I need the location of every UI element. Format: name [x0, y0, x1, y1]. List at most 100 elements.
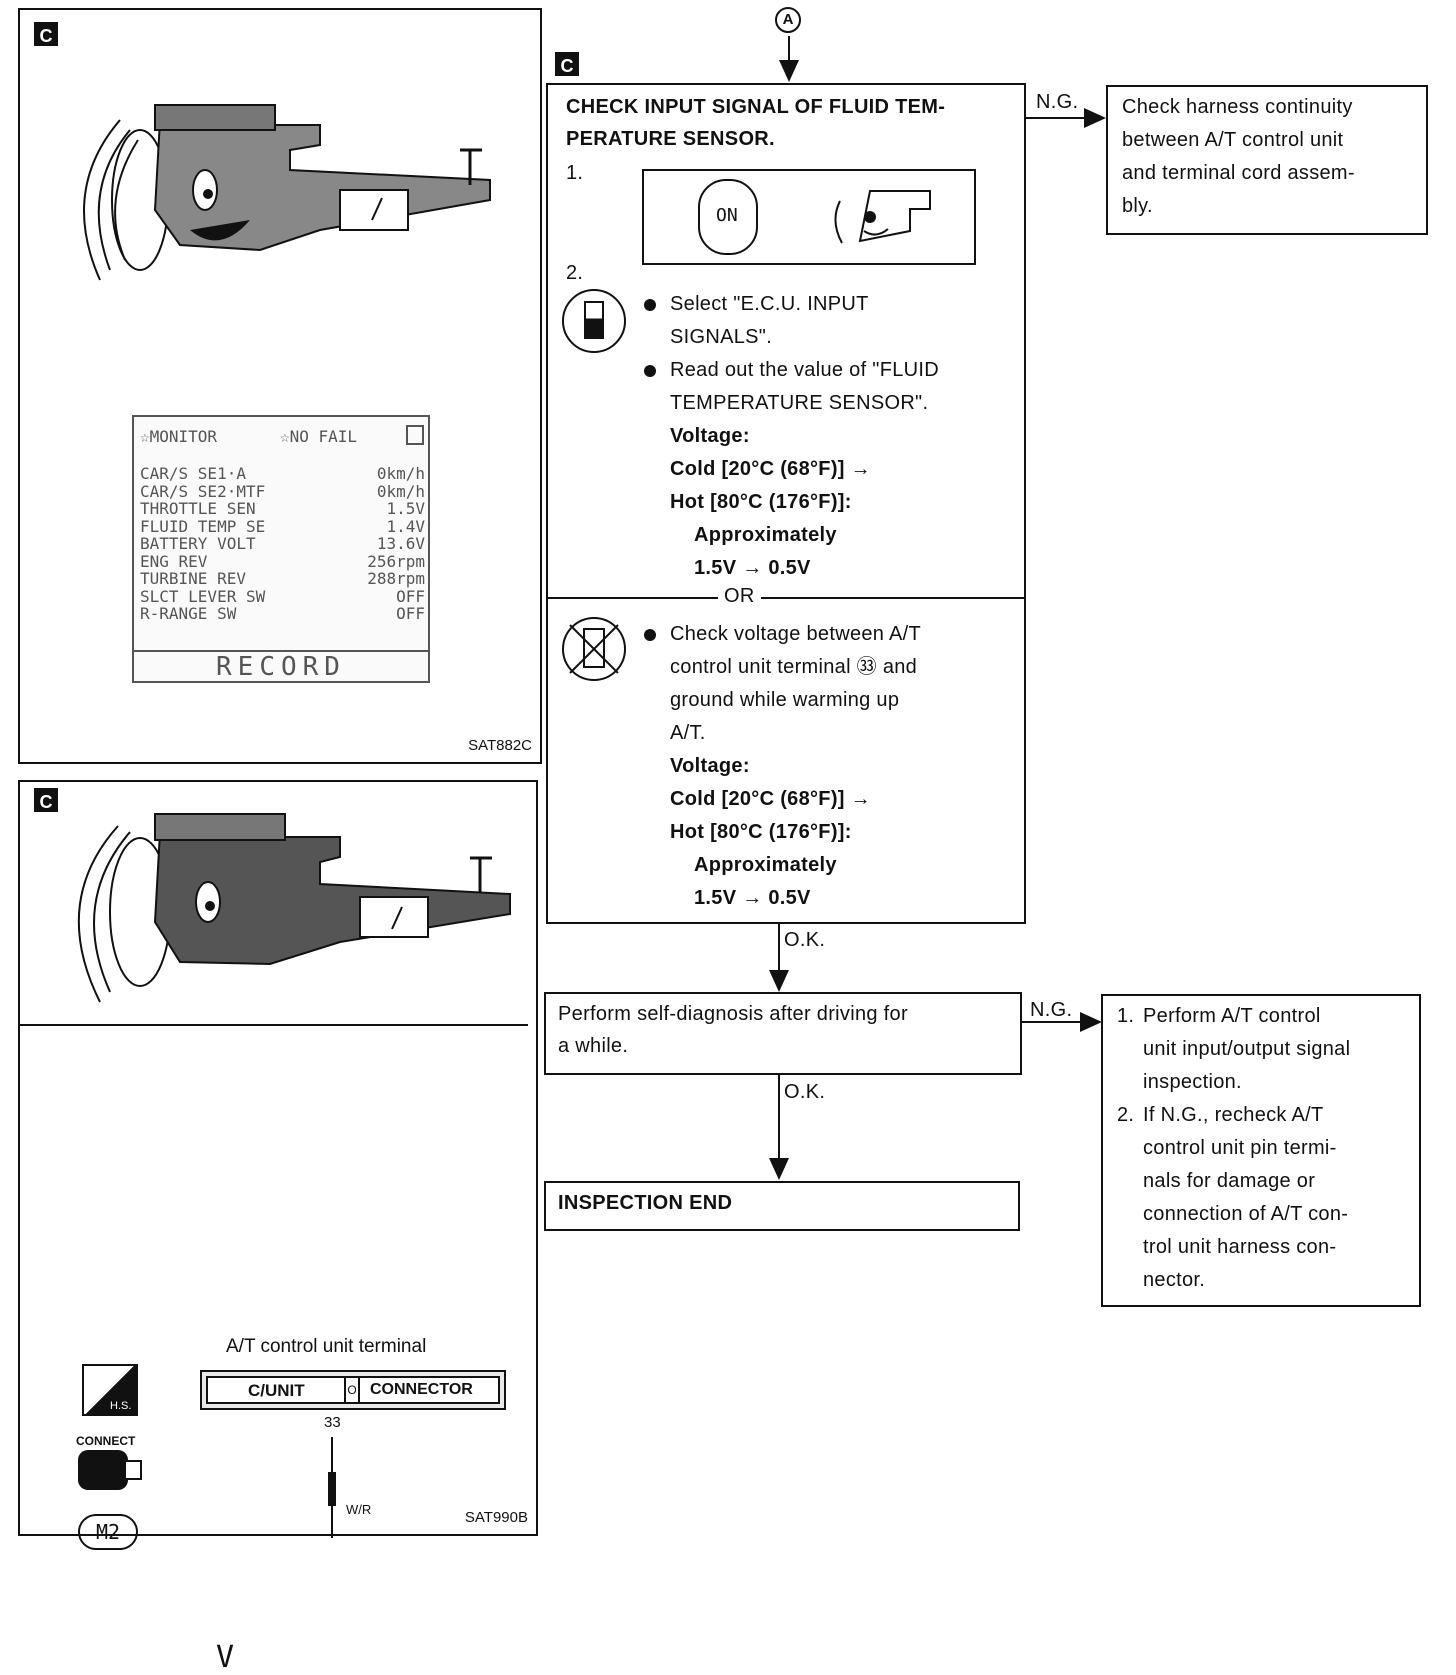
consult-tester-icon [562, 289, 626, 353]
monitor-row-label: CAR/S SE1·A [140, 465, 246, 483]
ng2-i1-l3: inspection. [1143, 1066, 1242, 1099]
monitor-row-value: 1.5V [386, 500, 425, 518]
consult-b1-l2: SIGNALS". [670, 321, 772, 354]
monitor-header-right: ☆NO FAIL [280, 427, 357, 446]
monitor-row-label: THROTTLE SEN [140, 500, 256, 518]
manual-b1-l3: ground while warming up [670, 684, 899, 717]
or-divider [548, 597, 1024, 599]
no-consult-icon [562, 617, 626, 681]
monitor-row-label: FLUID TEMP SE [140, 518, 265, 536]
or-label: OR [718, 583, 761, 609]
monitor-row-value: 0km/h [377, 483, 425, 501]
step1-title-1: CHECK INPUT SIGNAL OF FLUID TEM- [566, 91, 945, 124]
key-on-label: ON [716, 205, 738, 226]
ng1-label: N.G. [1036, 86, 1078, 119]
consult-approx: Approximately [694, 519, 837, 552]
ok2-label: O.K. [784, 1076, 825, 1109]
step1-title-2: PERATURE SENSOR. [566, 123, 775, 156]
monitor-row: FLUID TEMP SE 1.4V [140, 518, 425, 536]
monitor-header-left: ☆MONITOR [140, 427, 217, 446]
illustration-panel-manual: C H.S. CONNECT M2 A/T control unit termi… [18, 780, 538, 1536]
monitor-record-button[interactable]: RECORD [134, 650, 428, 683]
consult-voltage: Voltage: [670, 420, 750, 453]
figure-code: SAT882C [468, 737, 532, 754]
ng2-i2-l1: If N.G., recheck A/T [1143, 1099, 1324, 1132]
inspection-end-box: INSPECTION END [544, 1181, 1020, 1231]
manual-cold: Cold [20°C (68°F)] → [670, 783, 871, 816]
consult-range: 1.5V → 0.5V [694, 552, 811, 585]
monitor-row-value: 13.6V [377, 535, 425, 553]
ng2-i1-l1: Perform A/T control [1143, 1000, 1321, 1033]
voltmeter-label: V [216, 1640, 234, 1675]
consult-b2-l1: Read out the value of "FLUID [670, 354, 939, 387]
ng2-box: 1. Perform A/T control unit input/output… [1101, 994, 1421, 1307]
monitor-row-label: CAR/S SE2·MTF [140, 483, 265, 501]
monitor-row-value: 1.4V [386, 518, 425, 536]
monitor-row: CAR/S SE1·A 0km/h [140, 465, 425, 483]
manual-voltage: Voltage: [670, 750, 750, 783]
step1-num2: 2. [566, 257, 583, 290]
step1-check-box: CHECK INPUT SIGNAL OF FLUID TEM- PERATUR… [546, 83, 1026, 924]
monitor-row: BATTERY VOLT 13.6V [140, 535, 425, 553]
step2-line2: a while. [558, 1030, 628, 1063]
ng1-box: Check harness continuity between A/T con… [1106, 85, 1428, 235]
consult-b2-l2: TEMPERATURE SENSOR". [670, 387, 928, 420]
monitor-row: R-RANGE SWOFF [140, 605, 425, 623]
manual-b1-l4: A/T. [670, 717, 706, 750]
ng2-i2-l4: connection of A/T con- [1143, 1198, 1348, 1231]
manual-hot: Hot [80°C (176°F)]: [670, 816, 852, 849]
wire-color-label: W/R [346, 1502, 371, 1517]
monitor-row-value: 288rpm [367, 570, 425, 588]
monitor-row: SLCT LEVER SW OFF [140, 588, 425, 606]
monitor-row-label: ENG REV [140, 553, 207, 571]
ng2-i2-l2: control unit pin termi- [1143, 1132, 1337, 1165]
monitor-row-label: R-RANGE SW [140, 605, 236, 623]
bullet [644, 365, 656, 377]
ng1-line3: and terminal cord assem- [1122, 157, 1355, 190]
monitor-row: CAR/S SE2·MTF 0km/h [140, 483, 425, 501]
consult-cold: Cold [20°C (68°F)] → [670, 453, 871, 486]
step1-num1: 1. [566, 157, 583, 190]
character-icon [830, 181, 950, 253]
step2-box: Perform self-diagnosis after driving for… [544, 992, 1022, 1075]
figure-code-2: SAT990B [465, 1509, 528, 1526]
wiring-diagram [20, 782, 540, 1538]
ng2-i1-l2: unit input/output signal [1143, 1033, 1350, 1066]
transmission-illustration [20, 70, 540, 350]
connector-a: A [775, 7, 801, 33]
ng2-i2-num: 2. [1117, 1099, 1134, 1132]
monitor-row-label: BATTERY VOLT [140, 535, 256, 553]
monitor-row-value: 0km/h [377, 465, 425, 483]
ng2-i2-l6: nector. [1143, 1264, 1205, 1297]
bullet [644, 629, 656, 641]
monitor-row-value: OFF [396, 588, 425, 606]
monitor-scroll-icon [406, 425, 424, 445]
monitor-row-value: 256rpm [367, 553, 425, 571]
ok1-label: O.K. [784, 924, 825, 957]
consult-b1-l1: Select "E.C.U. INPUT [670, 288, 869, 321]
manual-b1-l2: control unit terminal ㉝ and [670, 651, 917, 684]
monitor-row: TURBINE REV 288rpm [140, 570, 425, 588]
manual-approx: Approximately [694, 849, 837, 882]
manual-range: 1.5V → 0.5V [694, 882, 811, 915]
consult-hot: Hot [80°C (176°F)]: [670, 486, 852, 519]
ignition-illustration: ON [642, 169, 976, 265]
monitor-row: ENG REV 256rpm [140, 553, 425, 571]
ng2-i2-l3: nals for damage or [1143, 1165, 1315, 1198]
monitor-row: THROTTLE SEN 1.5V [140, 500, 425, 518]
connector-a-label: A [783, 11, 794, 28]
step2-line1: Perform self-diagnosis after driving for [558, 998, 908, 1031]
monitor-row-label: TURBINE REV [140, 570, 246, 588]
inspection-end-label: INSPECTION END [558, 1187, 732, 1220]
ng2-label: N.G. [1030, 994, 1072, 1027]
c-badge: C [34, 22, 58, 46]
bullet [644, 299, 656, 311]
manual-b1-l1: Check voltage between A/T [670, 618, 921, 651]
monitor-row-label: SLCT LEVER SW [140, 588, 265, 606]
record-label: RECORD [216, 652, 346, 682]
ng2-i1-num: 1. [1117, 1000, 1134, 1033]
c-badge-flow: C [555, 52, 579, 76]
